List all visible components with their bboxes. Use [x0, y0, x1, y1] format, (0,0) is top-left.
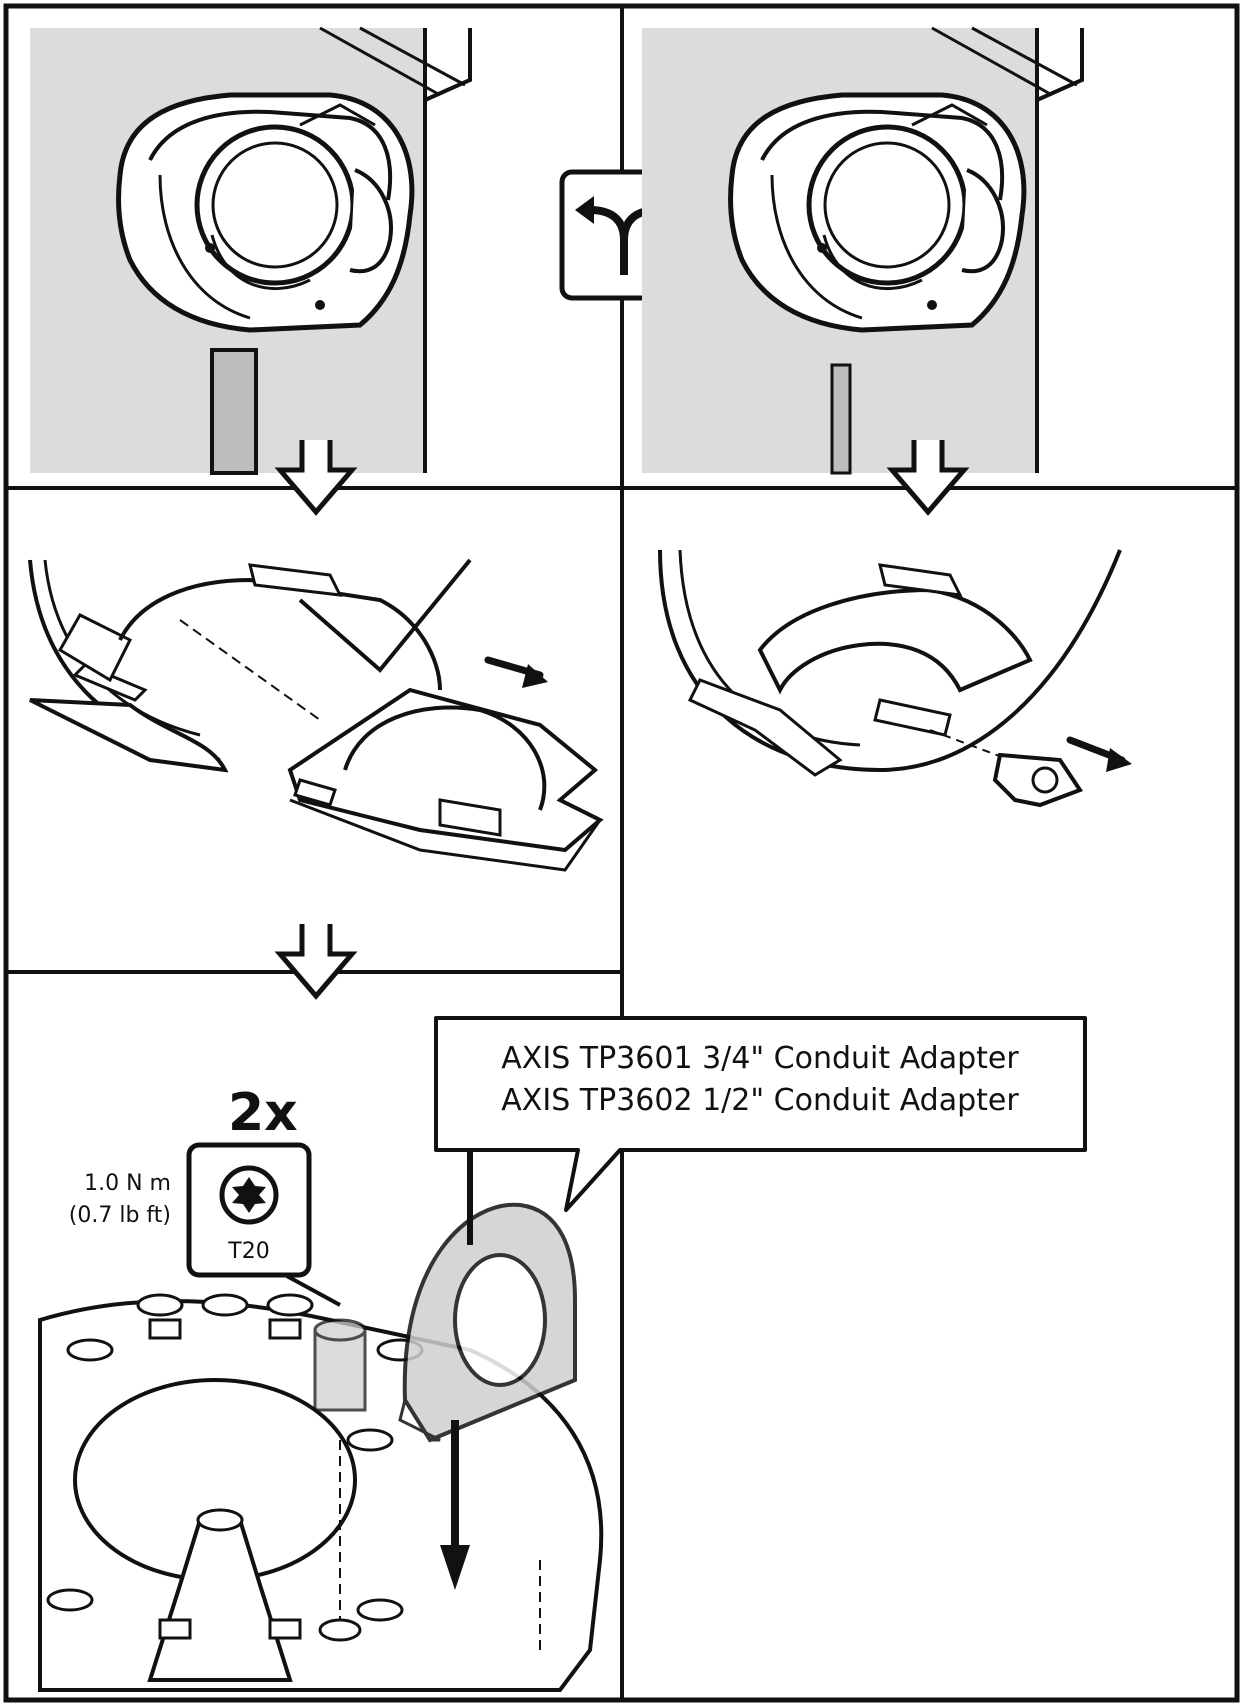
panel-camera-small-conduit — [642, 26, 1084, 475]
adapter-callout: AXIS TP3601 3/4" Conduit Adapter AXIS TP… — [434, 1016, 1087, 1212]
screw-multiplier: 2x — [228, 1083, 298, 1143]
torx-bit-size: T20 — [227, 1239, 269, 1264]
torque-nm: 1.0 N m — [84, 1171, 171, 1196]
panel-remove-plug — [658, 549, 1132, 808]
torque-lbft: (0.7 lb ft) — [69, 1203, 171, 1228]
panel-grid — [3, 3, 1240, 1703]
panel-camera-large-conduit — [30, 26, 472, 475]
callout-line-1: AXIS TP3601 3/4" Conduit Adapter — [501, 1041, 1019, 1076]
torx-bit-callout: 2x T20 1.0 N m (0.7 lb ft) — [69, 1083, 341, 1307]
torx-bit-icon — [219, 1165, 279, 1225]
panel-remove-cover-plate — [28, 558, 604, 872]
step-arrow-icon — [280, 924, 352, 996]
callout-line-2: AXIS TP3602 1/2" Conduit Adapter — [501, 1083, 1019, 1118]
panel-install-adapter — [38, 1140, 604, 1692]
